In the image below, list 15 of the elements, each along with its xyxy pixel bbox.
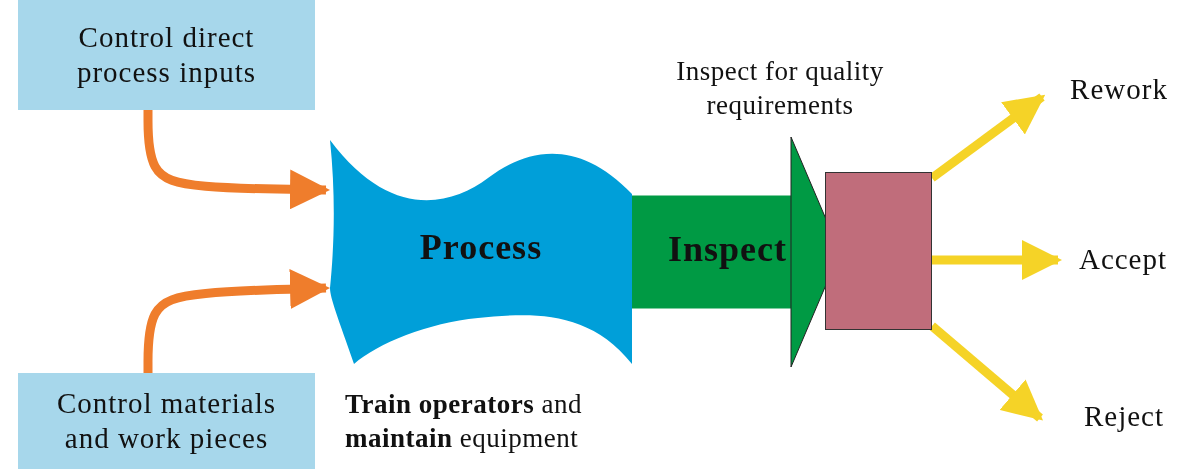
shape-label: Process xyxy=(419,226,543,270)
note-text: Inspect for quality requirements xyxy=(675,55,885,122)
box-label: Control direct process inputs xyxy=(75,20,258,90)
outcome-label: Rework xyxy=(1070,71,1168,107)
note-text: Train operators and maintain equipment xyxy=(345,388,583,455)
arrow xyxy=(929,322,1044,422)
box-label: Control materials and work pieces xyxy=(55,386,278,456)
outcome-label: Reject xyxy=(1083,398,1165,434)
edge-label: Inspect xyxy=(668,228,787,270)
arrow xyxy=(143,269,330,373)
outcome-label: Accept xyxy=(1078,241,1168,277)
arrow xyxy=(929,93,1046,182)
arrow xyxy=(143,110,330,210)
result-box xyxy=(825,172,932,330)
arrow xyxy=(932,240,1062,280)
